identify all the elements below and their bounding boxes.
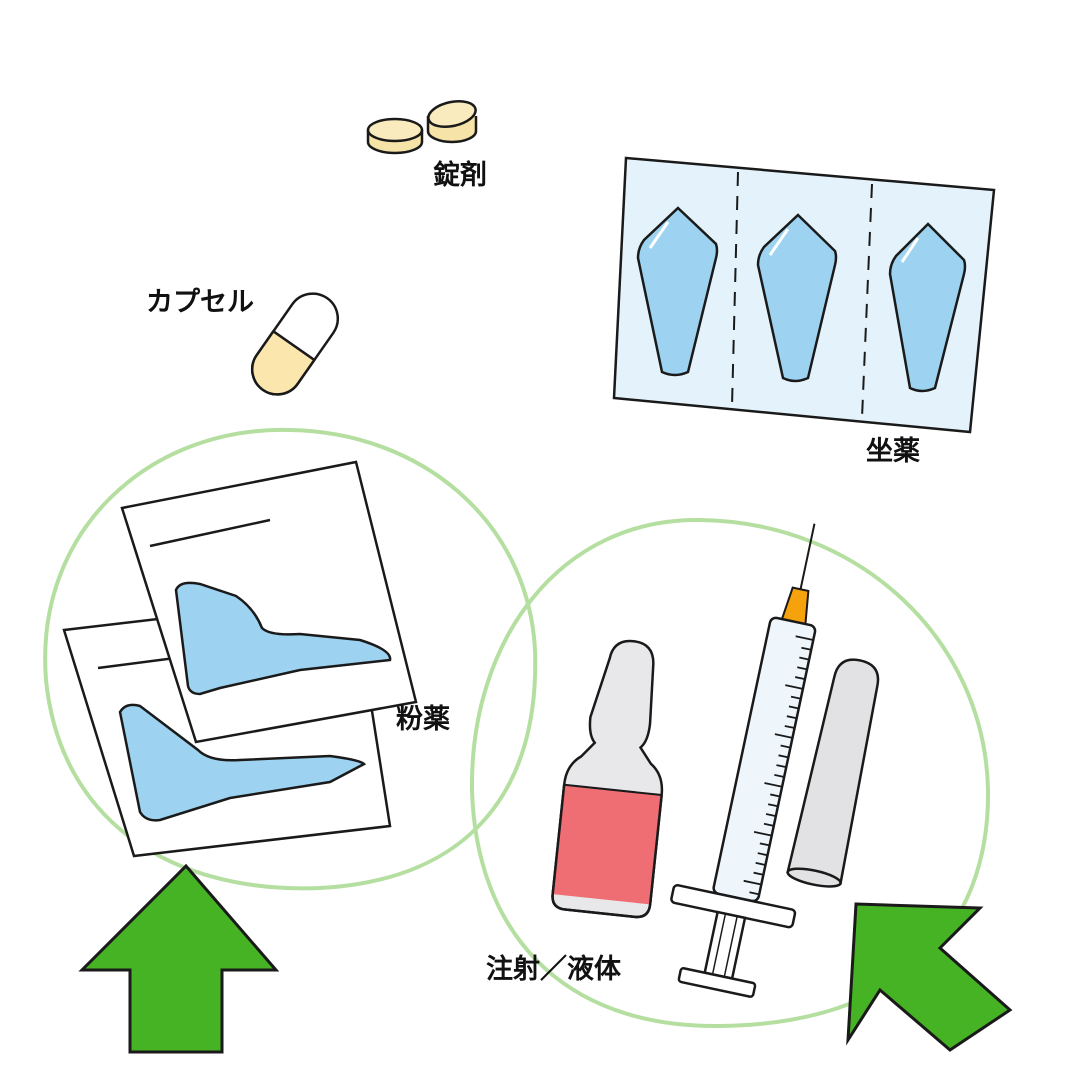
tube-icon (786, 658, 880, 888)
capsule-icon (250, 292, 340, 396)
syringe-tick (753, 871, 764, 876)
highlight-circle-injection (469, 517, 991, 1029)
syringe-tick (763, 822, 774, 827)
arrow-diagonal-icon (846, 902, 1013, 1052)
syringe-tick (778, 754, 789, 759)
syringe-tick (780, 744, 791, 749)
syringe-tick (774, 733, 793, 739)
syringe-tick (749, 891, 760, 896)
syringe-tick (788, 705, 799, 710)
tablet-icon (366, 99, 478, 155)
syringe-tick (743, 879, 762, 886)
syringe-tick (790, 695, 801, 700)
syringe-tick (755, 862, 766, 866)
powder-label: 粉薬 (396, 704, 450, 735)
syringe-tick (767, 803, 779, 808)
suppository-label: 坐薬 (866, 436, 920, 467)
syringe-tick (759, 842, 770, 847)
syringe-tick (797, 666, 808, 671)
injection-label: 注射／液体 (486, 954, 621, 985)
syringe-tick (774, 773, 785, 778)
syringe-tick (764, 782, 783, 788)
arrow-up-icon (78, 863, 280, 1054)
syringe-tick (785, 684, 804, 690)
powder-packet-icon (62, 460, 418, 858)
syringe-tick (794, 676, 806, 681)
syringe-tick (765, 813, 777, 817)
capsule-label: カプセル (146, 287, 254, 318)
syringe-tick (786, 715, 797, 720)
highlight-circle-powder (43, 427, 538, 891)
ampoule-icon (551, 639, 664, 919)
syringe-tick (801, 646, 812, 651)
syringe-icon (670, 523, 817, 998)
syringe-tick (770, 793, 781, 798)
syringe-tick (753, 831, 772, 837)
tablet-label: 錠剤 (433, 160, 487, 191)
suppository-pack-icon (612, 156, 996, 434)
syringe-tick (799, 656, 810, 661)
syringe-tick (795, 635, 814, 641)
syringe-tick (757, 852, 768, 857)
syringe-tick (784, 725, 795, 729)
syringe-tick (776, 764, 787, 769)
